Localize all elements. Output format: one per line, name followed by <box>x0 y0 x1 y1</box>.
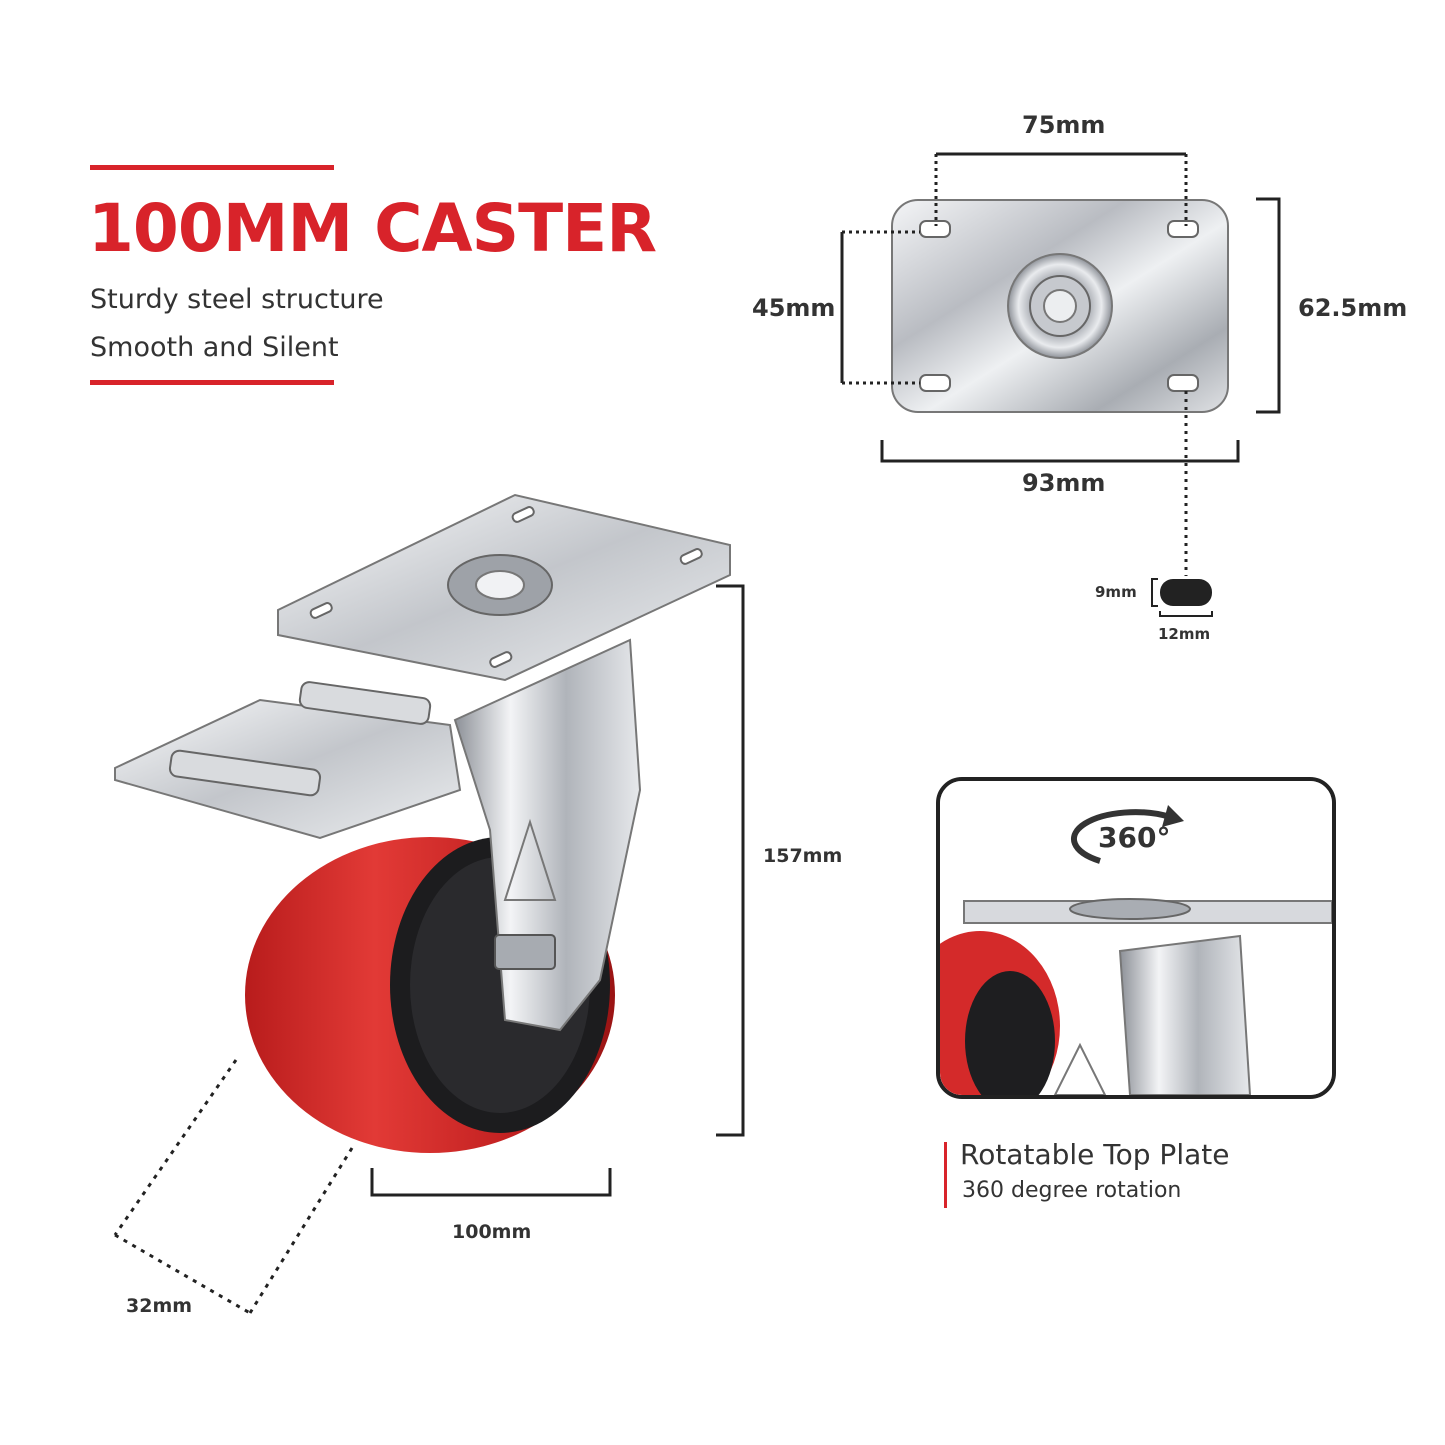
bottom-red-rule <box>90 380 334 385</box>
rotation-title: Rotatable Top Plate <box>960 1138 1230 1171</box>
dim-157mm-bracket <box>716 584 745 1137</box>
axle-bolt <box>494 934 556 970</box>
top-plate-shape <box>891 199 1229 413</box>
rotation-badge: 360° <box>1098 821 1171 854</box>
mounting-holes <box>919 220 1199 392</box>
rotation-accent-bar <box>944 1142 947 1208</box>
plate-boss <box>1007 253 1113 359</box>
dim-62-5mm-label: 62.5mm <box>1298 294 1408 322</box>
feature-line-2: Smooth and Silent <box>90 332 339 363</box>
wheel-tread <box>245 837 615 1153</box>
dim-12mm-label: 12mm <box>1158 625 1211 643</box>
dim-93mm-label: 93mm <box>1022 469 1106 497</box>
dim-100mm-label: 100mm <box>452 1221 532 1243</box>
dim-100mm-bracket <box>370 1168 612 1197</box>
wheel-hub <box>390 837 610 1133</box>
dim-45mm-label: 45mm <box>752 294 836 322</box>
dim-32mm-lines <box>113 1059 354 1315</box>
slot-shape <box>1160 579 1212 606</box>
dim-75mm-lines <box>934 152 1188 226</box>
slot-12mm-bracket <box>1159 611 1213 617</box>
dim-9mm-label: 9mm <box>1095 583 1137 601</box>
dim-157mm-label: 157mm <box>763 845 843 867</box>
rotation-subtitle: 360 degree rotation <box>962 1178 1182 1203</box>
dim-93mm-bracket <box>880 440 1240 463</box>
top-red-rule <box>90 165 334 170</box>
rotation-inset-art <box>940 781 1332 1095</box>
dim-75mm-label: 75mm <box>1022 111 1106 139</box>
page-title: 100MM CASTER <box>88 190 657 267</box>
slot-9mm-bracket <box>1151 578 1158 607</box>
feature-line-1: Sturdy steel structure <box>90 284 384 315</box>
rotation-inset: 360° <box>936 777 1336 1099</box>
brand-logo <box>503 818 557 901</box>
fork-body <box>453 638 642 1032</box>
dim-32mm-label: 32mm <box>126 1295 193 1317</box>
brake-lever <box>114 698 462 840</box>
dim-62-5mm-bracket <box>1256 197 1281 414</box>
caster-top-plate <box>277 493 731 682</box>
dim-45mm-lines <box>840 230 920 385</box>
